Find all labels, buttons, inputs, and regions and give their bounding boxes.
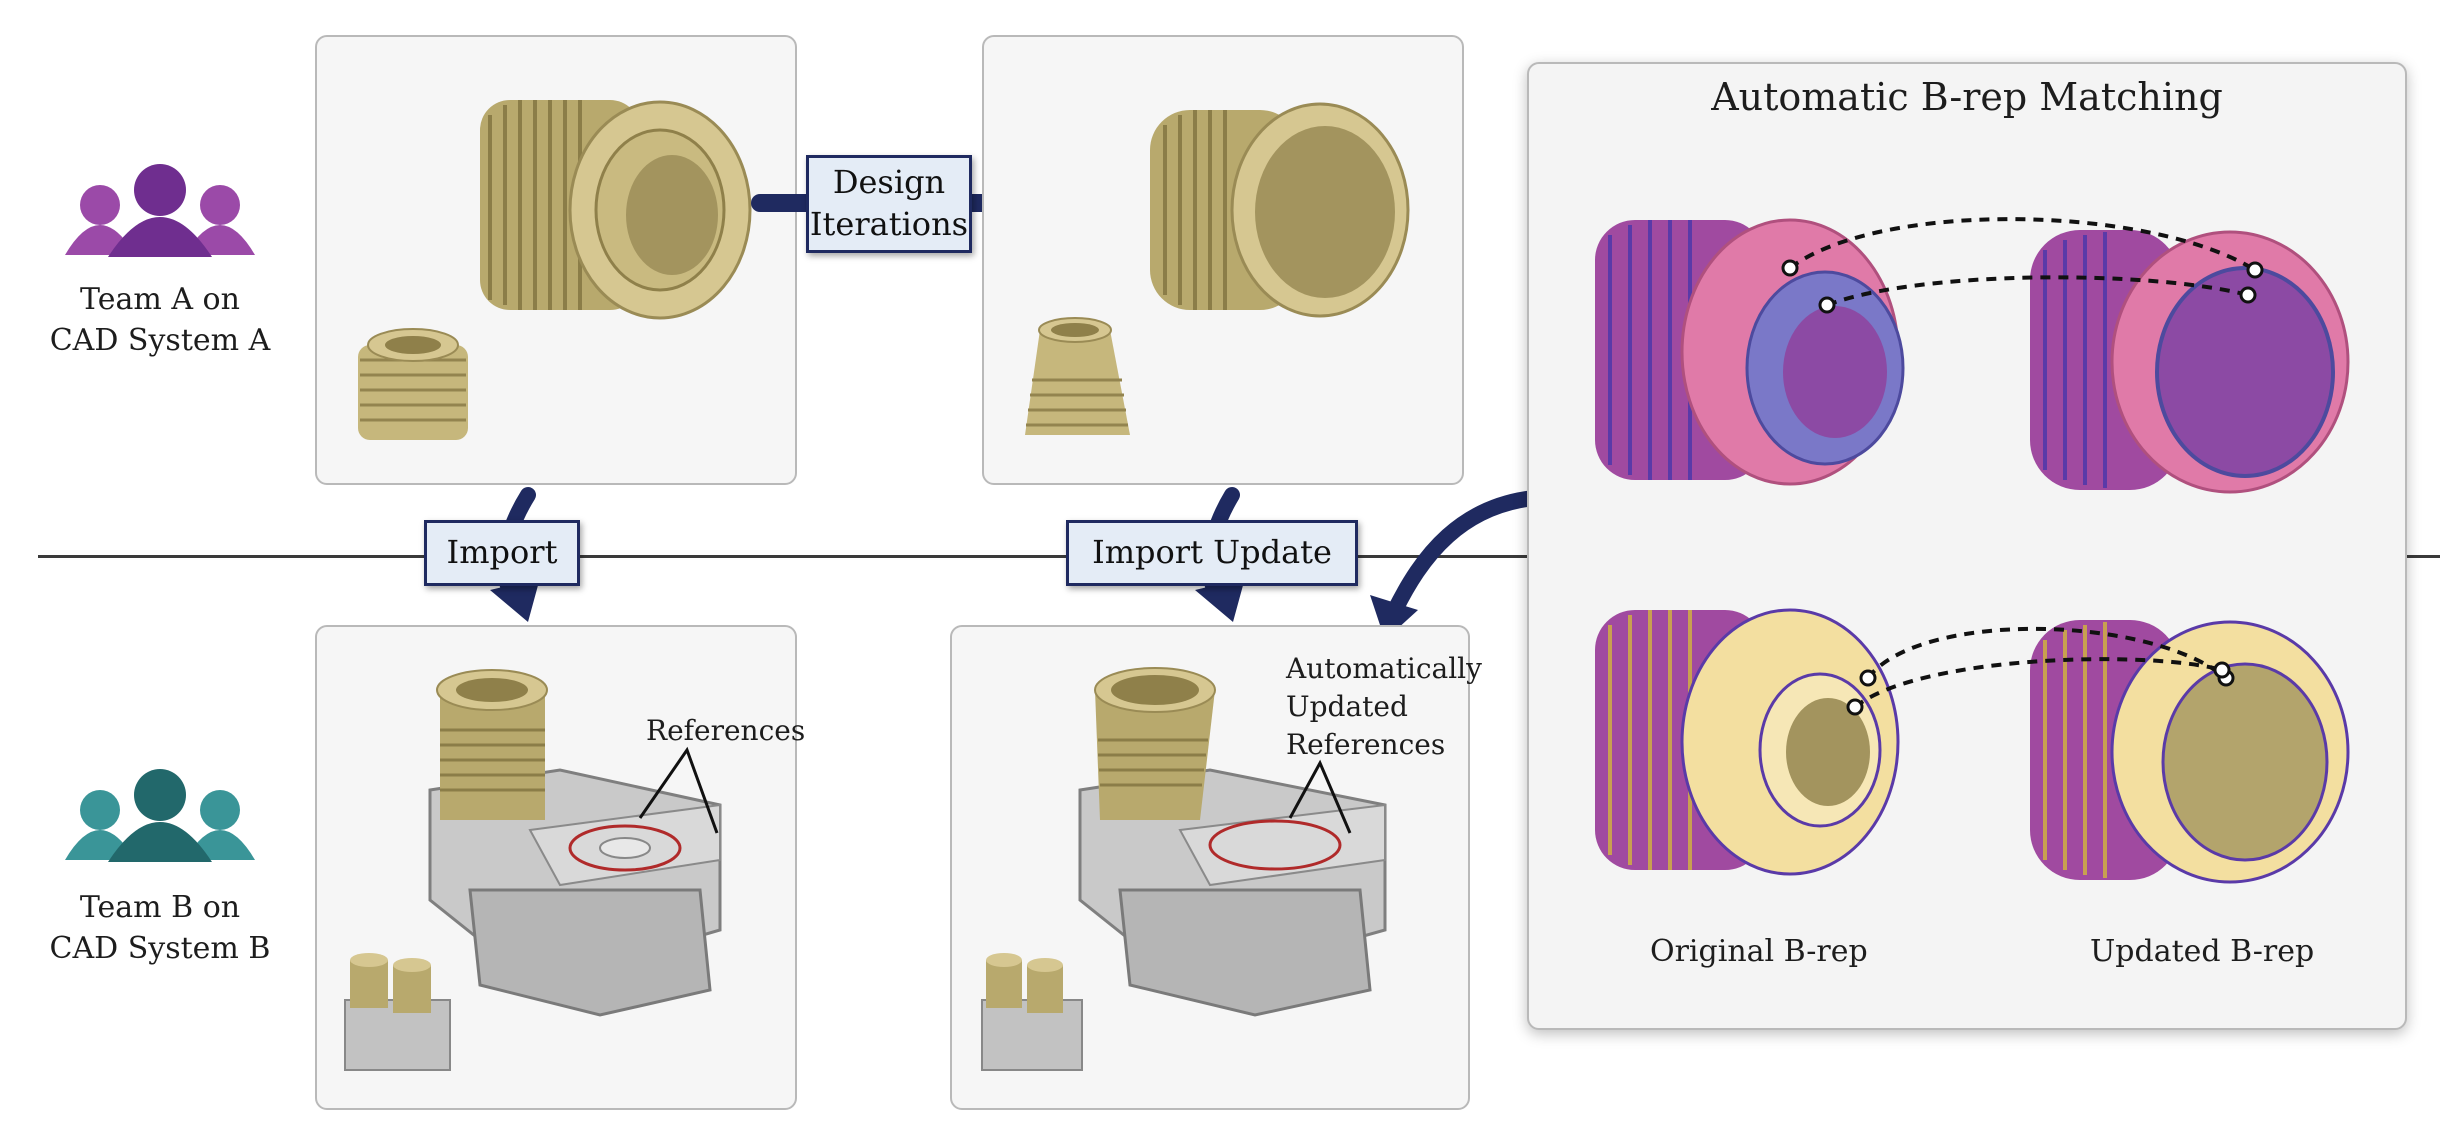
team-b-people-icon [65,769,255,862]
references-annotation: References [646,714,806,747]
original-brep-caption: Original B-rep [1650,934,1868,969]
import-update-label: Import Update [1066,520,1358,586]
updated-brep-caption: Updated B-rep [2090,934,2315,969]
import-label: Import [424,520,580,586]
brep-matching-title: Automatic B-rep Matching [1711,75,2223,119]
team-a-label: Team A on CAD System A [49,282,271,358]
design-iterations-label: Design Iterations [806,155,972,253]
team-a-people-icon [65,164,255,257]
team-b-label: Team B on CAD System B [49,890,271,966]
auto-updated-references-annotation: Automatically Updated References [1286,652,1482,761]
